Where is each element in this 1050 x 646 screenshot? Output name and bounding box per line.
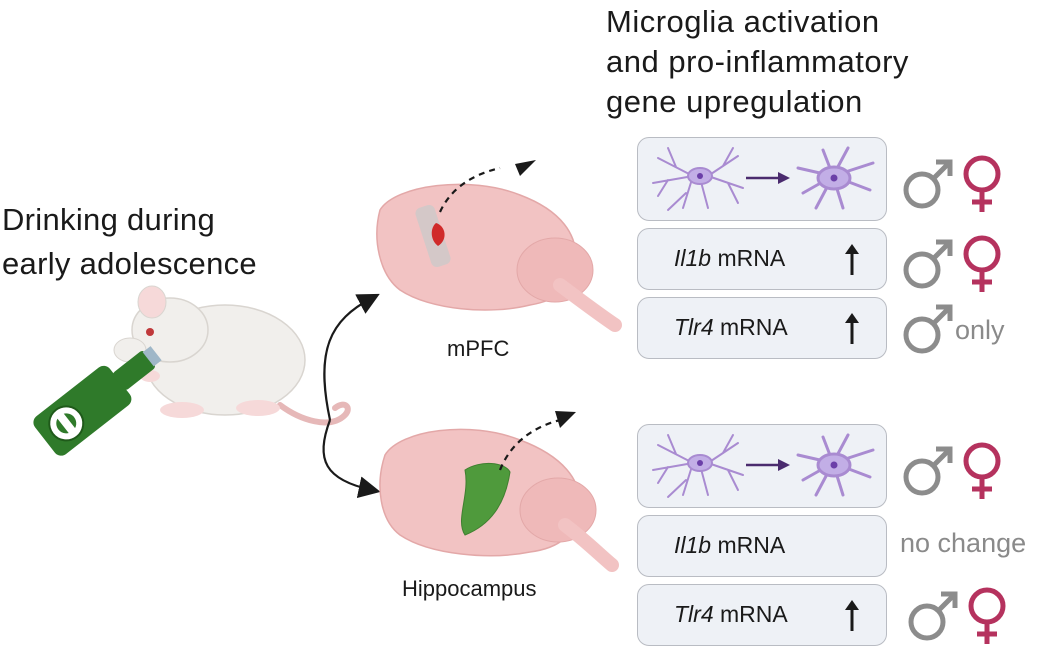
mpfc-il1b-label: Il1b mRNA — [674, 245, 785, 272]
rat-icon — [113, 285, 351, 426]
drinking-line-2: early adolescence — [2, 246, 257, 281]
microglia-activated-icon — [796, 146, 875, 210]
mpfc-tlr4-gene: Tlr4 — [674, 314, 714, 340]
illustration — [33, 160, 622, 572]
microglia-activated-icon — [796, 433, 875, 497]
mpfc-tlr4-label: Tlr4 mRNA — [674, 314, 788, 341]
male-symbol-icon — [908, 591, 958, 641]
brain-hippocampus-icon — [379, 411, 619, 572]
female-symbol-icon — [963, 235, 1001, 292]
female-symbol-icon — [963, 155, 1001, 212]
drinking-label: Drinking during early adolescence — [2, 198, 257, 286]
mpfc-tlr4-sex — [903, 304, 953, 354]
microglia-activation-icon — [652, 146, 875, 211]
female-symbol-icon — [968, 587, 1006, 644]
hippo-il1b-label: Il1b mRNA — [674, 532, 785, 559]
hippo-il1b-box: Il1b mRNA — [637, 515, 887, 577]
up-arrow-icon — [845, 244, 859, 275]
title: Microglia activation and pro-inflammator… — [606, 2, 1046, 122]
hippo-il1b-note: no change — [900, 528, 1027, 558]
region-label-mpfc: mPFC — [447, 336, 510, 361]
brain-mpfc-icon — [376, 160, 622, 332]
male-symbol-icon — [903, 304, 953, 354]
title-line-2: and pro-inflammatory — [606, 44, 909, 79]
hippo-microglia-sex — [903, 442, 1001, 499]
mpfc-il1b-mrna: mRNA — [717, 245, 786, 271]
hippo-tlr4-gene: Tlr4 — [674, 601, 714, 627]
mpfc-il1b-gene: Il1b — [674, 245, 712, 271]
mpfc-microglia-sex — [903, 155, 1001, 212]
hippo-tlr4-mrna: mRNA — [720, 601, 788, 627]
microglia-ramified-icon — [652, 434, 744, 498]
hippo-tlr4-sex — [908, 587, 1006, 644]
mpfc-il1b-sex — [903, 235, 1001, 292]
title-line-1: Microglia activation — [606, 4, 880, 39]
hippo-il1b-mrna: mRNA — [717, 532, 786, 558]
up-arrow-icon — [845, 313, 859, 344]
hippo-tlr4-label: Tlr4 mRNA — [674, 601, 788, 628]
up-arrow-icon — [845, 600, 859, 631]
mpfc-il1b-box: Il1b mRNA — [637, 228, 887, 290]
hippo-tlr4-box: Tlr4 mRNA — [637, 584, 887, 646]
mpfc-tlr4-mrna: mRNA — [720, 314, 788, 340]
microglia-activation-icon — [652, 433, 875, 498]
microglia-ramified-icon — [652, 147, 744, 211]
hippo-microglia-box — [637, 424, 887, 508]
arrow-to-mpfc — [323, 293, 380, 421]
male-symbol-icon — [903, 239, 953, 289]
title-line-3: gene upregulation — [606, 84, 863, 119]
mpfc-tlr4-note: only — [955, 315, 1005, 345]
mpfc-tlr4-box: Tlr4 mRNA — [637, 297, 887, 359]
region-label-hippocampus: Hippocampus — [402, 576, 537, 601]
male-symbol-icon — [903, 446, 953, 496]
female-symbol-icon — [963, 442, 1001, 499]
arrow-to-hippocampus — [322, 419, 381, 499]
hippo-il1b-gene: Il1b — [674, 532, 712, 558]
mpfc-microglia-box — [637, 137, 887, 221]
male-symbol-icon — [903, 159, 953, 209]
drinking-line-1: Drinking during — [2, 202, 215, 237]
beer-bottle-icon — [33, 346, 162, 456]
